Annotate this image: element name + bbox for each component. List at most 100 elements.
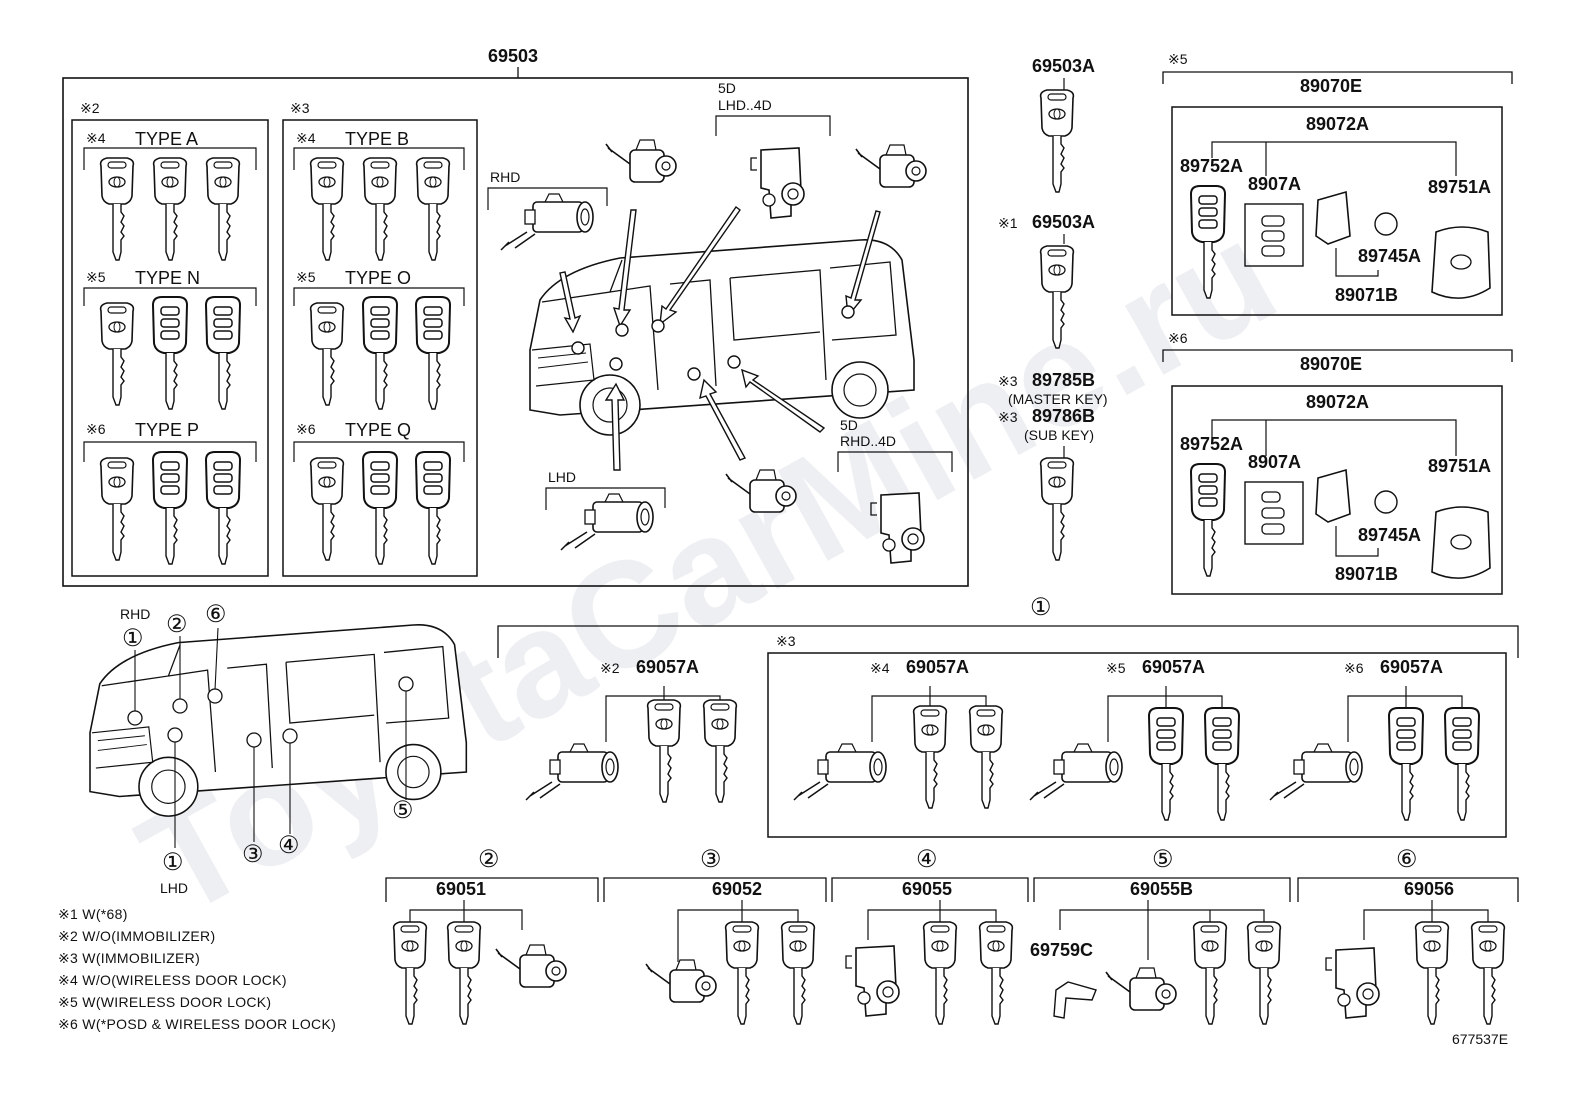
door-latch-icon: [750, 147, 805, 219]
key-icon: [99, 157, 135, 261]
set-number: ⑥: [1396, 846, 1418, 873]
key-part-label: 69503A: [1032, 212, 1095, 232]
key-mark: ※1: [998, 215, 1018, 231]
key-fob-icon: [415, 451, 451, 565]
remote-key-icon: [1190, 463, 1226, 577]
arrow-icon: [741, 368, 826, 433]
lock-cylinder-icon: [793, 743, 887, 801]
door-lock-icon: [1105, 967, 1177, 1011]
key-part-label: 89786B: [1032, 406, 1095, 426]
door-lock-icon: [605, 139, 677, 183]
key-icon: [1039, 89, 1075, 193]
note-2: ※2 W/O(IMMOBILIZER): [58, 928, 216, 944]
key-icon: [780, 921, 816, 1025]
location-5-label: ⑤: [392, 797, 414, 824]
remote-part-label: 89752A: [1180, 156, 1243, 176]
remote-part-label: 8907A: [1248, 174, 1301, 194]
key-icon: [309, 157, 345, 261]
key-icon: [99, 302, 135, 406]
key-icon: [205, 157, 241, 261]
arrow-icon: [659, 206, 741, 326]
set-number: ⑤: [1152, 846, 1174, 873]
bottom-set-6: ⑥ 69056: [1297, 846, 1519, 1025]
main-group-label: 69503: [488, 46, 538, 66]
note-5: ※5 W(WIRELESS DOOR LOCK): [58, 994, 272, 1010]
key-fob-icon: [362, 296, 398, 410]
set-mark: ※2: [600, 660, 620, 676]
key-fob-icon: [1204, 707, 1240, 821]
key-icon: [446, 921, 482, 1025]
bottom-set-3: ③ 69052: [603, 846, 827, 1025]
set-part-label: 69056: [1404, 879, 1454, 899]
key-part-label: 69503A: [1032, 56, 1095, 76]
key-icon: [1246, 921, 1282, 1025]
location-1-label: ①: [122, 625, 144, 652]
cylinder-group-1: ① ※3 ※2 69057A ※4 69057A ※5 69057A: [497, 594, 1519, 838]
cylinder-set-2: ※2 69057A: [525, 657, 738, 803]
note-1: ※1 W(*68): [58, 906, 128, 922]
set-mark: ※4: [870, 660, 890, 676]
inner-mark: ※3: [776, 633, 796, 649]
key-icon: [978, 921, 1014, 1025]
key-mark: ※3: [998, 409, 1018, 425]
remote-part-label: 89070E: [1300, 76, 1362, 96]
van-illustration-large: RHD 5D LHD..4D LHD 5D R: [487, 80, 953, 564]
set-part-label: 69057A: [1142, 657, 1205, 677]
transmitter-housing-icon: [1315, 190, 1351, 245]
type-mark: ※4: [296, 130, 316, 146]
note-6: ※6 W(*POSD & WIRELESS DOOR LOCK): [58, 1016, 337, 1032]
type-label: TYPE O: [345, 268, 411, 288]
lock-cylinder-icon: [500, 193, 594, 251]
note-3: ※3 W(IMMOBILIZER): [58, 950, 201, 966]
type-mark: ※5: [86, 269, 106, 285]
box2-type-n: ※5 TYPE N: [83, 268, 257, 410]
type-mark: ※6: [296, 421, 316, 437]
key-icon: [1414, 921, 1450, 1025]
remote-cover-icon: [1431, 226, 1491, 299]
lhd-label: LHD: [548, 469, 576, 485]
fived-label: 5D: [718, 80, 736, 96]
set-mark: ※5: [1106, 660, 1126, 676]
set-number: ③: [700, 846, 722, 873]
arrow-icon: [612, 209, 637, 328]
cylinder-set-5: ※5 69057A: [1029, 657, 1240, 821]
remote-part-label: 89745A: [1358, 246, 1421, 266]
set-part-label: 69052: [712, 879, 762, 899]
transmitter-housing-icon: [1315, 468, 1351, 523]
group-number: ①: [1030, 594, 1052, 621]
fived-label: 5D: [840, 417, 858, 433]
set-part-label: 69051: [436, 879, 486, 899]
set-part-label: 69055: [902, 879, 952, 899]
type-label: TYPE P: [135, 420, 199, 440]
remote-mark: ※5: [1168, 51, 1188, 67]
set-part-label: 69057A: [1380, 657, 1443, 677]
type-mark: ※6: [86, 421, 106, 437]
location-2-label: ②: [166, 611, 188, 638]
remote-part-label: 89072A: [1306, 392, 1369, 412]
type-mark: ※5: [296, 269, 316, 285]
box3-type-q: ※6 TYPE Q: [293, 420, 465, 565]
rhd-label: RHD: [490, 169, 520, 185]
remote-part-label: 89751A: [1428, 456, 1491, 476]
key-icon: [702, 699, 738, 803]
van-location-map: RHD ① ② ⑥ ⑤ ③ ④ ① LHD: [89, 601, 468, 896]
box2-type-a: ※4 TYPE A: [83, 129, 257, 261]
key-fob-icon: [152, 451, 188, 565]
lock-cylinder-icon: [1029, 743, 1123, 801]
door-lock-icon: [855, 144, 927, 188]
key-fob-icon: [205, 296, 241, 410]
bracket-icon: [1053, 981, 1097, 1019]
door-latch-icon: [845, 945, 900, 1017]
remote-cover-icon: [1431, 506, 1491, 579]
key-fob-icon: [362, 451, 398, 565]
key-note: (SUB KEY): [1024, 427, 1094, 443]
key-icon: [646, 699, 682, 803]
door-latch-icon: [1325, 947, 1380, 1019]
key-fob-icon: [205, 451, 241, 565]
location-1-lhd-label: ①: [162, 849, 184, 876]
key-icon: [362, 157, 398, 261]
key-icon: [1039, 457, 1075, 561]
remote-set-5: ※5 89070E 89072A 89752A 8907A 89751A 897…: [1162, 51, 1513, 316]
key-fob-icon: [415, 296, 451, 410]
lhd4d-label: LHD..4D: [718, 97, 772, 113]
